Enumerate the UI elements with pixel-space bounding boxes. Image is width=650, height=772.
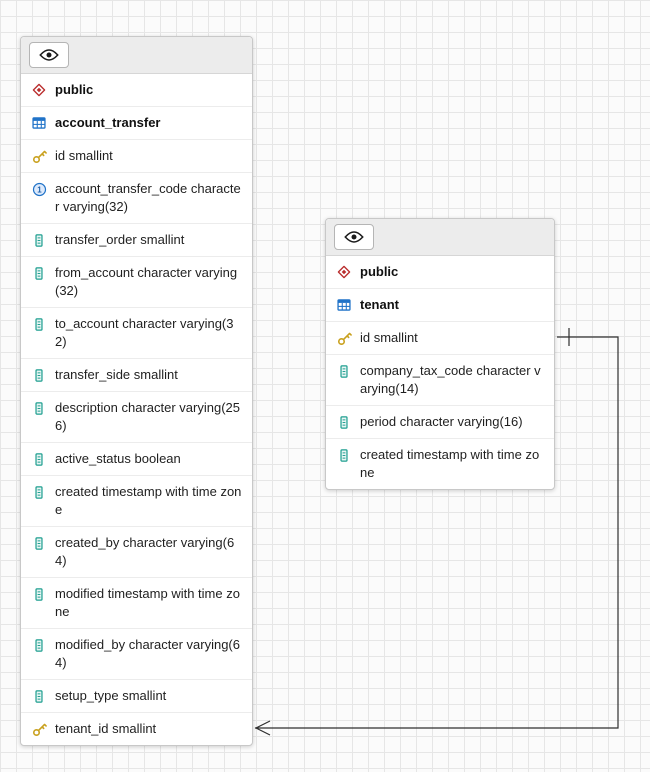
column-label: company_tax_code character varying(14) <box>360 363 541 396</box>
table-name-row: tenant <box>326 288 554 321</box>
column-label: id smallint <box>360 330 418 345</box>
table-name: account_transfer <box>55 115 161 130</box>
column-row: account_transfer_code character varying(… <box>21 172 252 223</box>
table-node-header <box>326 219 554 256</box>
column-row: modified timestamp with time zone <box>21 577 252 628</box>
column-row: modified_by character varying(64) <box>21 628 252 679</box>
unique-one-icon <box>31 180 47 198</box>
eye-icon <box>39 48 59 62</box>
column-row: created_by character varying(64) <box>21 526 252 577</box>
column-row: transfer_order smallint <box>21 223 252 256</box>
column-icon <box>31 315 47 333</box>
column-row: to_account character varying(32) <box>21 307 252 358</box>
column-icon <box>31 264 47 282</box>
column-label: id smallint <box>55 148 113 163</box>
table-name: tenant <box>360 297 399 312</box>
column-icon <box>31 687 47 705</box>
table-name-row: account_transfer <box>21 106 252 139</box>
column-label: transfer_order smallint <box>55 232 185 247</box>
relationship-line[interactable] <box>255 336 619 729</box>
column-label: period character varying(16) <box>360 414 523 429</box>
column-label: modified_by character varying(64) <box>55 637 240 670</box>
primary-key-icon <box>31 147 47 165</box>
column-row: transfer_side smallint <box>21 358 252 391</box>
column-icon <box>31 585 47 603</box>
table-node-tenant[interactable]: public tenant id smallint company_tax_co… <box>325 218 555 490</box>
column-row: period character varying(16) <box>326 405 554 438</box>
primary-key-icon <box>336 329 352 347</box>
column-label: modified timestamp with time zone <box>55 586 240 619</box>
column-icon <box>31 534 47 552</box>
schema-row: public <box>326 256 554 288</box>
primary-key-icon <box>31 720 47 738</box>
table-icon <box>31 114 47 132</box>
column-icon <box>31 483 47 501</box>
column-label: active_status boolean <box>55 451 181 466</box>
column-row: company_tax_code character varying(14) <box>326 354 554 405</box>
column-row: from_account character varying(32) <box>21 256 252 307</box>
table-node-account-transfer[interactable]: public account_transfer id smallint acco… <box>20 36 253 746</box>
column-row: description character varying(256) <box>21 391 252 442</box>
column-icon <box>31 450 47 468</box>
column-row: active_status boolean <box>21 442 252 475</box>
column-icon <box>31 399 47 417</box>
column-icon <box>31 231 47 249</box>
schema-icon <box>336 263 352 281</box>
column-label: setup_type smallint <box>55 688 167 703</box>
column-icon <box>336 362 352 380</box>
schema-icon <box>31 81 47 99</box>
column-icon <box>336 446 352 464</box>
column-label: tenant_id smallint <box>55 721 157 736</box>
column-label: created timestamp with time zone <box>360 447 540 480</box>
column-row: created timestamp with time zone <box>326 438 554 489</box>
column-label: to_account character varying(32) <box>55 316 234 349</box>
table-node-header <box>21 37 252 74</box>
column-icon <box>31 366 47 384</box>
column-row: setup_type smallint <box>21 679 252 712</box>
column-label: description character varying(256) <box>55 400 240 433</box>
relationship-many-arrow-icon <box>254 720 271 736</box>
column-label: transfer_side smallint <box>55 367 178 382</box>
column-label: created_by character varying(64) <box>55 535 235 568</box>
visibility-toggle-button[interactable] <box>334 224 374 250</box>
column-row: tenant_id smallint <box>21 712 252 745</box>
schema-row: public <box>21 74 252 106</box>
column-row: created timestamp with time zone <box>21 475 252 526</box>
column-row: id smallint <box>326 321 554 354</box>
column-icon <box>31 636 47 654</box>
column-icon <box>336 413 352 431</box>
schema-name: public <box>55 82 94 97</box>
table-icon <box>336 296 352 314</box>
column-label: from_account character varying(32) <box>55 265 238 298</box>
eye-icon <box>344 230 364 244</box>
column-row: id smallint <box>21 139 252 172</box>
column-label: account_transfer_code character varying(… <box>55 181 241 214</box>
column-label: created timestamp with time zone <box>55 484 242 517</box>
visibility-toggle-button[interactable] <box>29 42 69 68</box>
schema-name: public <box>360 264 399 279</box>
